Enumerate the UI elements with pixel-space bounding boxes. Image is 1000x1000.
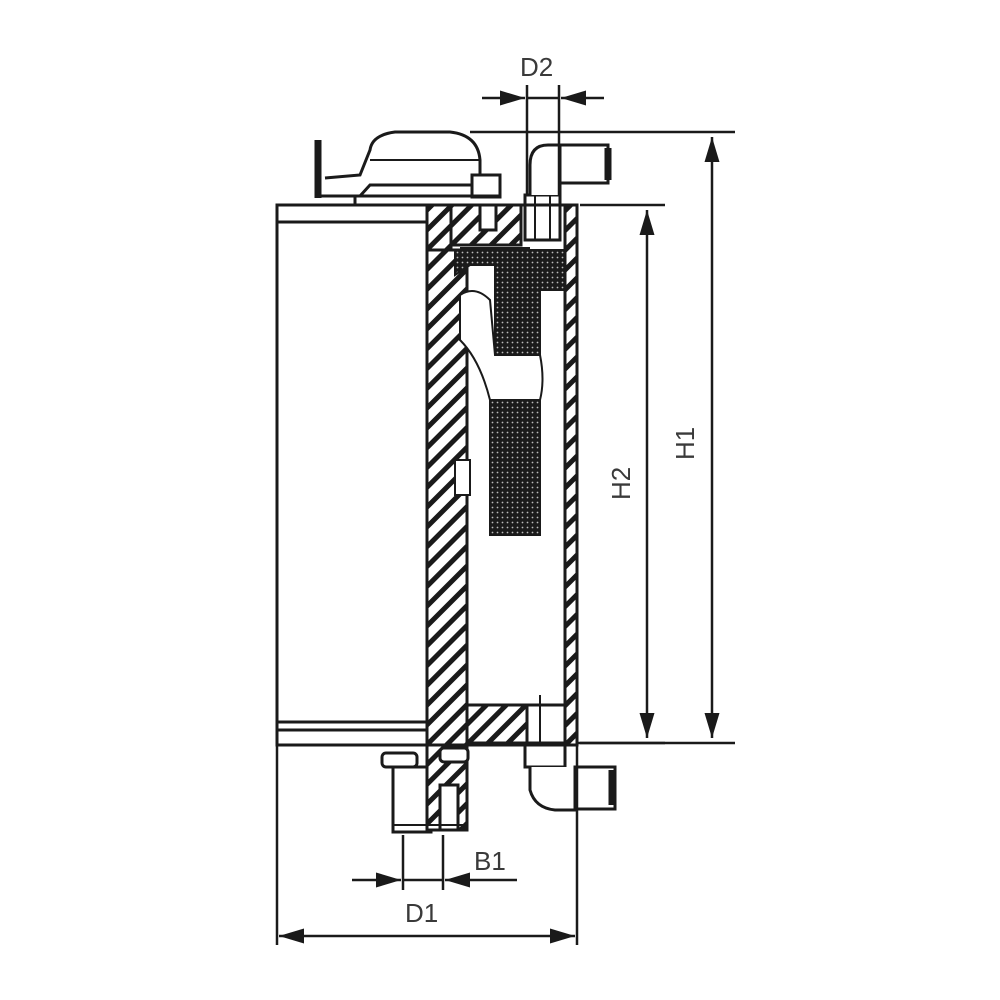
outline-group bbox=[275, 130, 617, 834]
h2-label: H2 bbox=[606, 467, 636, 500]
bottom-flange bbox=[465, 703, 529, 745]
piston-rod bbox=[489, 399, 541, 536]
d1-label: D1 bbox=[405, 898, 438, 928]
b1-label: B1 bbox=[474, 846, 506, 876]
outer-wall bbox=[563, 203, 579, 747]
solenoid-cover bbox=[316, 130, 482, 198]
d2-label: D2 bbox=[520, 52, 553, 82]
dimension-lines bbox=[275, 85, 735, 945]
h1-label: H1 bbox=[670, 427, 700, 460]
housing-body bbox=[275, 203, 429, 747]
flexure bbox=[459, 290, 544, 401]
